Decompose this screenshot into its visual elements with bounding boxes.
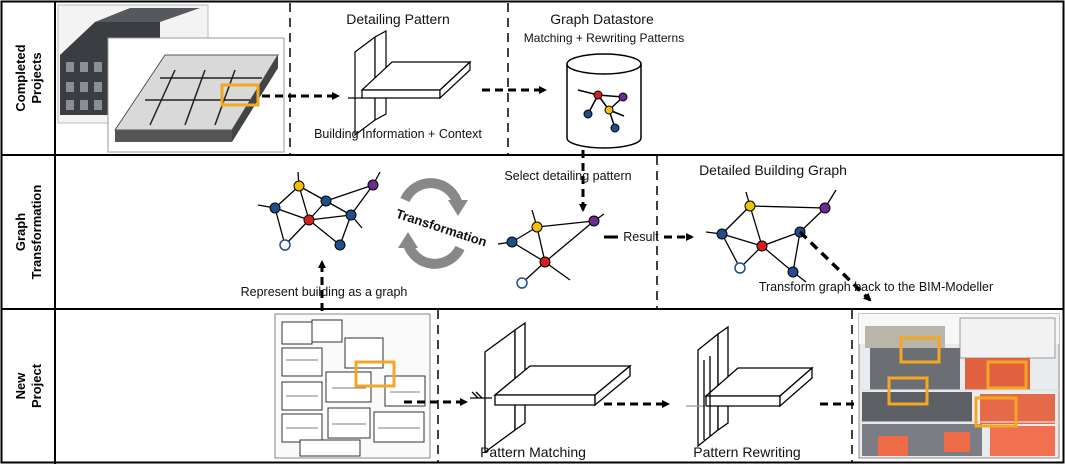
label-select-pattern: Select detailing pattern	[504, 169, 631, 183]
label-pattern-matching: Pattern Matching	[480, 444, 586, 460]
row-label-graph-transformation: Graph Transformation	[13, 185, 44, 280]
datastore-cylinder-icon	[566, 53, 642, 149]
highlight-box-new	[354, 360, 396, 388]
row-label-line1: Completed	[13, 44, 28, 111]
arrow-transform-back	[798, 230, 872, 302]
pattern-rewriting-geometry	[686, 325, 814, 448]
label-graph-datastore: Graph Datastore	[550, 11, 654, 27]
result-building-image	[858, 313, 1060, 459]
row-label-line2: Project	[29, 363, 44, 408]
detailing-pattern-geometry	[348, 29, 472, 137]
transformation-cycle-icon	[398, 178, 468, 269]
row-label-completed-projects: Completed Projects	[13, 44, 44, 111]
completed-building-image	[57, 4, 285, 153]
highlight-box-result-3	[986, 360, 1028, 390]
label-transform-back: Transform graph back to the BIM-Modeller	[759, 280, 993, 294]
row-label-line1: Graph	[13, 213, 28, 251]
highlight-box-result-4	[974, 396, 1018, 428]
highlight-box-completed	[220, 83, 260, 107]
label-building-info: Building Information + Context	[314, 127, 482, 141]
label-detailing-pattern: Detailing Pattern	[346, 11, 450, 27]
label-represent-graph: Represent building as a graph	[241, 285, 408, 299]
label-matching-rewriting: Matching + Rewriting Patterns	[524, 31, 684, 45]
detailed-building-graph	[705, 189, 837, 283]
row-label-line2: Transformation	[29, 185, 44, 280]
row-label-line2: Projects	[29, 52, 44, 103]
pattern-graph	[497, 209, 605, 289]
row-label-new-project: New Project	[13, 363, 44, 408]
label-result: Result	[623, 230, 659, 244]
label-pattern-rewriting: Pattern Rewriting	[693, 444, 800, 460]
highlight-box-result-2	[887, 376, 929, 406]
highlight-box-result-1	[899, 336, 941, 364]
row-label-line1: New	[13, 372, 28, 400]
pattern-matching-geometry	[470, 321, 632, 454]
label-detailed-graph: Detailed Building Graph	[699, 162, 847, 178]
new-project-building-sketch	[274, 313, 431, 459]
building-graph-left	[257, 171, 381, 251]
